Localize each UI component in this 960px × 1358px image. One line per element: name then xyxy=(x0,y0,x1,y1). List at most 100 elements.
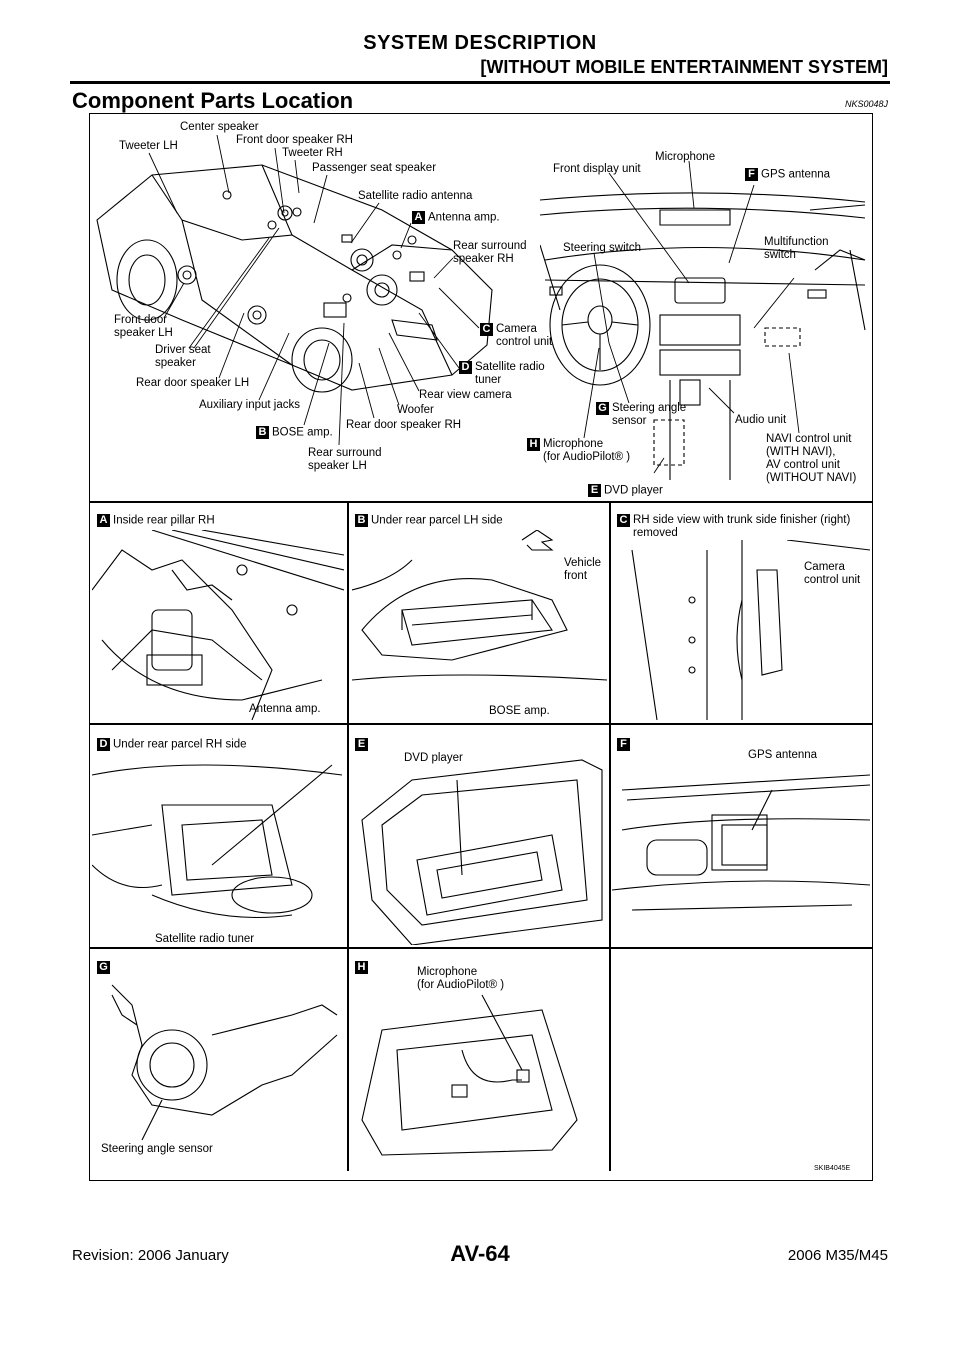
letter-badge: C xyxy=(617,514,630,527)
panel-e-title: E xyxy=(355,738,371,752)
label-text: Front door speaker LH xyxy=(114,314,173,339)
panel-g-illustration xyxy=(111,984,338,1141)
callout-text: Satellite radio tuner xyxy=(155,933,255,945)
panel-title-text: Under rear parcel RH side xyxy=(113,738,247,751)
label-text: Tweeter RH xyxy=(282,147,343,159)
figure-frame xyxy=(89,113,873,1181)
grid-line xyxy=(347,501,349,1171)
car-illustration xyxy=(96,164,493,393)
label-text: Rear view camera xyxy=(419,389,512,401)
label-tweeter-rh: Tweeter RH xyxy=(282,147,343,160)
label-text: Rear surround speaker LH xyxy=(308,447,382,472)
letter-badge: H xyxy=(527,438,540,451)
dashboard-illustration xyxy=(540,192,866,480)
footer-model: 2006 M35/M45 xyxy=(787,1247,888,1264)
panel-c-callout-camera-control-unit: Camera control unit xyxy=(804,561,860,587)
label-text: BOSE amp. xyxy=(272,426,333,439)
label-text: Multifunction switch xyxy=(764,236,829,261)
page-header-title: SYSTEM DESCRIPTION xyxy=(363,32,597,54)
label-front-display-unit: Front display unit xyxy=(553,163,641,176)
panel-e-illustration xyxy=(361,759,603,945)
panel-e-callout-dvd-player: DVD player xyxy=(404,752,463,765)
label-rear-door-speaker-rh: Rear door speaker RH xyxy=(346,419,461,432)
letter-badge: A xyxy=(412,211,425,224)
label-text: Tweeter LH xyxy=(119,140,178,152)
panel-b-callout-vehicle-front: Vehicle front xyxy=(564,557,601,583)
label-text: Satellite radio tuner xyxy=(475,361,545,386)
label-text: Steering angle sensor xyxy=(612,402,687,427)
label-center-speaker: Center speaker xyxy=(180,121,259,134)
letter-badge: E xyxy=(355,738,368,751)
callout-text: Steering angle sensor xyxy=(101,1143,213,1155)
label-woofer: Woofer xyxy=(397,404,434,417)
section-title: Component Parts Location xyxy=(72,88,354,113)
letter-badge: G xyxy=(596,402,609,415)
panel-d-callout-satellite-radio-tuner: Satellite radio tuner xyxy=(155,933,254,946)
panel-h-callout-microphone: Microphone (for AudioPilot® ) xyxy=(417,966,504,992)
callout-text: Vehicle front xyxy=(564,557,602,582)
label-text: Woofer xyxy=(397,404,434,416)
panel-a-callout-antenna-amp: Antenna amp. xyxy=(249,703,321,716)
label-rear-surround-speaker-rh: Rear surround speaker RH xyxy=(453,240,527,266)
header-rule xyxy=(70,81,890,84)
label-front-door-speaker-lh: Front door speaker LH xyxy=(114,314,173,340)
overview-leader-lines xyxy=(148,134,800,474)
letter-badge: E xyxy=(588,484,601,497)
label-text: Satellite radio antenna xyxy=(358,190,473,202)
grid-line xyxy=(89,723,873,725)
letter-badge: F xyxy=(617,738,630,751)
label-text: Center speaker xyxy=(180,121,259,133)
label-driver-seat-speaker: Driver seat speaker xyxy=(155,344,211,370)
letter-badge: G xyxy=(97,961,110,974)
panel-f-title: F xyxy=(617,738,633,752)
callout-text: BOSE amp. xyxy=(489,705,550,717)
label-text: Front display unit xyxy=(553,163,641,175)
footer-page-number: AV-64 xyxy=(450,1241,510,1266)
label-text: Camera control unit xyxy=(496,323,553,348)
panel-b-illustration xyxy=(352,530,607,681)
label-text: Steering switch xyxy=(563,242,641,254)
label-auxiliary-input-jacks: Auxiliary input jacks xyxy=(199,399,300,412)
panel-a-illustration xyxy=(92,530,344,720)
label-text: Microphone xyxy=(655,151,716,163)
label-text: Rear door speaker LH xyxy=(136,377,250,389)
grid-line xyxy=(609,501,611,1171)
label-multifunction-switch: Multifunction switch xyxy=(764,236,829,262)
label-steering-switch: Steering switch xyxy=(563,242,641,255)
panel-h-title: H xyxy=(355,961,371,975)
callout-text: Microphone (for AudioPilot® ) xyxy=(417,966,505,991)
panel-g-title: G xyxy=(97,961,113,975)
letter-badge: C xyxy=(480,323,493,336)
label-navi-control-unit: NAVI control unit (WITH NAVI), AV contro… xyxy=(766,433,856,485)
label-text: NAVI control unit (WITH NAVI), AV contro… xyxy=(766,433,857,484)
panel-g-callout-steering-angle-sensor: Steering angle sensor xyxy=(101,1143,213,1156)
label-text: Front door speaker RH xyxy=(236,134,353,146)
panel-f-illustration xyxy=(612,774,870,911)
grid-line xyxy=(89,947,873,949)
label-front-door-speaker-rh: Front door speaker RH xyxy=(236,134,353,147)
letter-badge: D xyxy=(97,738,110,751)
label-rear-door-speaker-lh: Rear door speaker LH xyxy=(136,377,249,390)
label-text: Passenger seat speaker xyxy=(312,162,437,174)
label-microphone: Microphone xyxy=(655,151,715,164)
panel-title-text: Under rear parcel LH side xyxy=(371,514,503,527)
panel-title-text: RH side view with trunk side finisher (r… xyxy=(633,514,851,539)
label-audio-unit: Audio unit xyxy=(735,414,786,427)
panel-c-illustration xyxy=(631,540,870,720)
panel-h-illustration xyxy=(361,994,578,1156)
label-text: Antenna amp. xyxy=(428,211,500,224)
callout-text: Camera control unit xyxy=(804,561,861,586)
label-text: Microphone (for AudioPilot® ) xyxy=(543,438,631,463)
label-satellite-radio-antenna: Satellite radio antenna xyxy=(358,190,472,203)
